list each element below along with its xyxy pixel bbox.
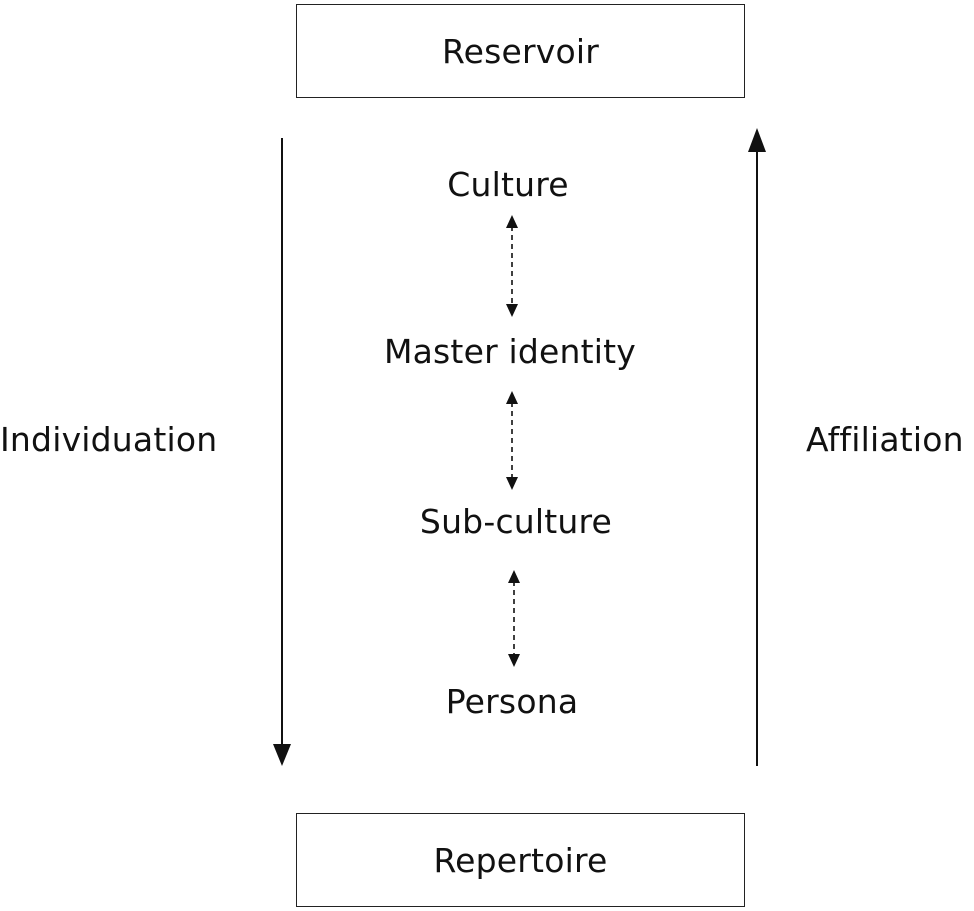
individuation-label: Individuation bbox=[0, 420, 218, 459]
reservoir-box: Reservoir bbox=[296, 4, 745, 98]
culture-label: Culture bbox=[447, 165, 569, 204]
individuation-arrow bbox=[273, 138, 291, 766]
reservoir-label: Reservoir bbox=[441, 31, 600, 71]
persona-label: Persona bbox=[445, 682, 579, 721]
sub-culture-persona-arrow bbox=[508, 570, 520, 667]
master-identity-label: Master identity bbox=[383, 332, 637, 371]
master-identity-sub-culture-arrow bbox=[506, 391, 518, 490]
repertoire-label: Repertoire bbox=[433, 840, 608, 880]
affiliation-label: Affiliation bbox=[806, 420, 964, 459]
culture-master-identity-arrow bbox=[506, 215, 518, 317]
repertoire-box: Repertoire bbox=[296, 813, 745, 907]
sub-culture-label: Sub-culture bbox=[419, 502, 613, 541]
affiliation-arrow bbox=[748, 128, 766, 766]
